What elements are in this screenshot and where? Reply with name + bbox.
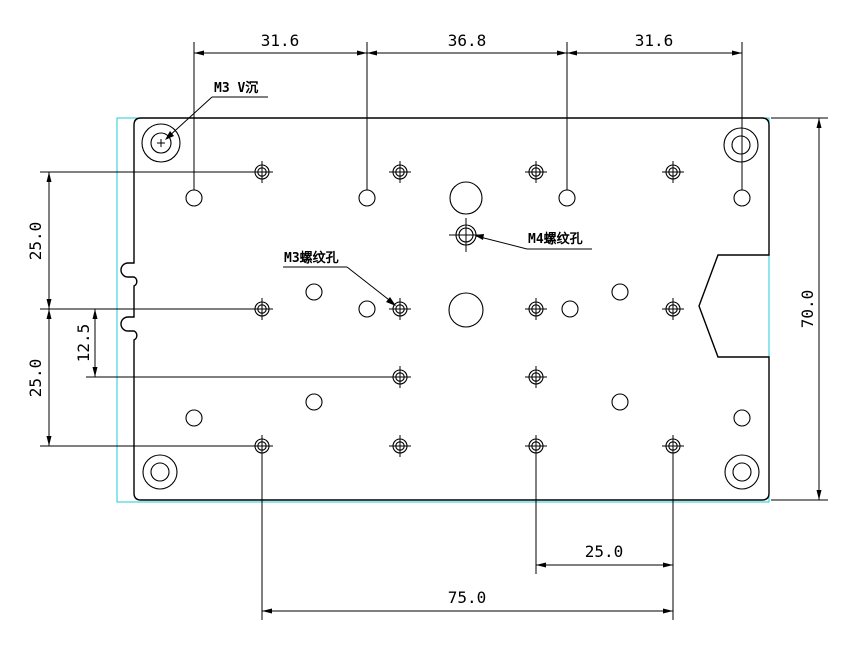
m3-thread-hole xyxy=(388,160,412,184)
leader-m4-thread xyxy=(474,234,592,250)
m4-thread-hole xyxy=(449,218,483,252)
dim-bottom-outer-label: 75.0 xyxy=(448,588,487,607)
dimension-right xyxy=(771,117,828,501)
dim-top-left-label: 31.6 xyxy=(261,31,300,50)
dim-left-lower-label: 25.0 xyxy=(26,359,45,398)
m3-thread-hole xyxy=(524,434,548,458)
dimension-left-inner xyxy=(86,309,390,378)
m3-thread-hole xyxy=(388,434,412,458)
m3-thread-hole xyxy=(524,297,548,321)
dim-left-upper-label: 25.0 xyxy=(26,222,45,261)
m3-thread-hole xyxy=(250,434,274,458)
large-hole-center xyxy=(448,292,484,328)
dim-bottom-inner-label: 25.0 xyxy=(585,542,624,561)
plain-hole xyxy=(185,189,203,207)
plain-hole xyxy=(733,409,751,427)
plain-hole xyxy=(611,283,629,301)
plain-hole xyxy=(305,393,323,411)
m3-thread-hole xyxy=(524,160,548,184)
m3-thread-hole xyxy=(388,365,412,389)
dim-top-right-label: 31.6 xyxy=(635,31,674,50)
leader-m3-countersink xyxy=(165,96,268,140)
plain-hole xyxy=(358,189,376,207)
m3-thread-hole xyxy=(524,365,548,389)
m3-thread-hole xyxy=(661,297,685,321)
m3-thread-hole xyxy=(250,297,274,321)
plain-hole xyxy=(611,393,629,411)
plain-hole xyxy=(733,189,751,207)
plain-hole xyxy=(558,189,576,207)
counterbore-hole-bottom-right xyxy=(724,454,760,490)
large-hole-upper xyxy=(449,181,483,215)
note-m3-countersink: M3 V沉 xyxy=(214,80,258,96)
m3-thread-hole xyxy=(250,160,274,184)
counterbore-hole-bottom-left xyxy=(142,454,178,490)
note-m4-thread: M4螺纹孔 xyxy=(528,231,583,247)
counterbore-hole-top-left xyxy=(141,123,181,163)
dimension-left xyxy=(40,171,251,447)
plain-hole xyxy=(185,409,203,427)
dimension-top xyxy=(193,42,743,190)
plain-hole xyxy=(561,300,579,318)
counterbore-hole-top-right xyxy=(723,127,759,163)
plain-hole xyxy=(358,300,376,318)
plate-outline xyxy=(120,117,770,501)
dim-right-label: 70.0 xyxy=(798,290,817,329)
note-m3-thread: M3螺纹孔 xyxy=(284,250,339,266)
plain-hole xyxy=(305,283,323,301)
dim-left-inner-label: 12.5 xyxy=(74,324,93,363)
m3-thread-hole xyxy=(661,434,685,458)
dimension-bottom xyxy=(261,457,674,620)
dim-top-middle-label: 36.8 xyxy=(448,31,487,50)
m3-thread-hole xyxy=(661,160,685,184)
leader-m3-thread xyxy=(283,266,396,306)
